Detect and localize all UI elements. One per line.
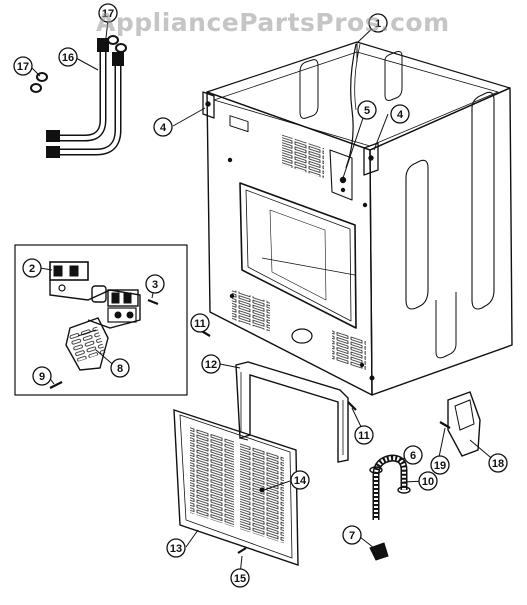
front-upper-louvers xyxy=(282,134,324,179)
callout-17-top-label: 17 xyxy=(102,8,114,20)
callout-7-label: 7 xyxy=(349,530,355,542)
callout-3: 3 xyxy=(145,274,165,294)
callout-4-right-label: 4 xyxy=(397,109,404,121)
water-valve-inset xyxy=(14,244,188,396)
callout-2-label: 2 xyxy=(29,263,35,275)
callout-13: 13 xyxy=(166,538,186,558)
callout-19: 19 xyxy=(430,455,450,475)
callout-11-top: 11 xyxy=(190,313,210,333)
inlet-hoses xyxy=(46,38,124,158)
callout-14: 14 xyxy=(290,470,310,490)
drain-cap xyxy=(369,542,389,561)
callout-15-label: 15 xyxy=(234,573,246,585)
callout-11-bottom-label: 11 xyxy=(358,430,370,442)
callout-14-label: 14 xyxy=(294,475,307,487)
callout-16: 16 xyxy=(58,47,78,67)
callout-5-label: 5 xyxy=(364,105,370,117)
front-lower-louvers xyxy=(232,289,366,371)
callout-9-label: 9 xyxy=(39,371,45,383)
callout-19-label: 19 xyxy=(434,460,446,472)
callout-12-label: 12 xyxy=(205,359,217,371)
callout-15: 15 xyxy=(230,568,250,588)
callout-10-label: 10 xyxy=(422,476,434,488)
callout-16-label: 16 xyxy=(62,52,74,64)
callout-4-right: 4 xyxy=(390,104,410,124)
callout-10: 10 xyxy=(418,471,438,491)
callout-17-top: 17 xyxy=(98,3,118,23)
callout-6-label: 6 xyxy=(410,450,416,462)
rear-brace xyxy=(235,361,349,463)
callout-4-left: 4 xyxy=(153,117,173,137)
callout-18: 18 xyxy=(488,453,508,473)
hose-bracket xyxy=(447,391,481,457)
callout-18-label: 18 xyxy=(492,458,504,470)
callout-markers: 1 4 4 5 17 17 16 2 3 8 9 11 12 11 6 10 1… xyxy=(13,3,508,588)
callout-11-top-label: 11 xyxy=(194,318,206,330)
callout-8-label: 8 xyxy=(117,363,123,375)
callout-17-left-label: 17 xyxy=(17,61,29,73)
screw-19 xyxy=(439,421,451,429)
callout-13-label: 13 xyxy=(170,543,182,555)
callout-17-left: 17 xyxy=(13,56,33,76)
callout-3-label: 3 xyxy=(152,279,158,291)
callout-12: 12 xyxy=(201,354,221,374)
callout-8: 8 xyxy=(110,358,130,378)
hose-washers xyxy=(30,35,127,93)
callout-5: 5 xyxy=(357,100,377,120)
rear-access-panel xyxy=(173,409,299,566)
drain-hose xyxy=(369,454,411,520)
watermark: AppliancePartsPros.com xyxy=(96,8,450,37)
callout-9: 9 xyxy=(32,366,52,386)
callout-7: 7 xyxy=(342,525,362,545)
callout-2: 2 xyxy=(22,258,42,278)
callout-11-bottom: 11 xyxy=(354,425,374,445)
screw-15 xyxy=(237,547,247,554)
callout-1: 1 xyxy=(368,13,388,33)
callout-6: 6 xyxy=(403,445,423,465)
callout-1-label: 1 xyxy=(375,18,381,30)
callout-4-left-label: 4 xyxy=(160,122,167,134)
